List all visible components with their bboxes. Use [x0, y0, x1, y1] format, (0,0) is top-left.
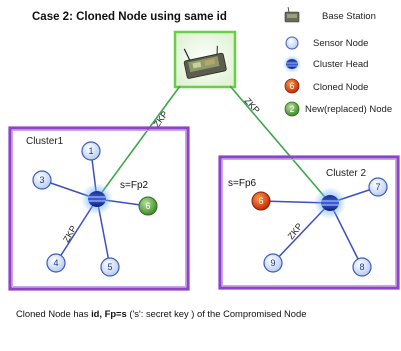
legend-new-node-number: 2: [289, 104, 294, 114]
footer-caption: Cloned Node has id, Fp=s ('s': secret ke…: [16, 308, 396, 319]
sensor-node-legend-icon: [285, 36, 299, 50]
cluster1-head: [81, 183, 113, 215]
legend-cloned-node-label: Cloned Node: [313, 82, 368, 93]
cluster1-node-4: 4: [46, 253, 66, 273]
cluster2-node-8: 8: [352, 257, 372, 277]
cluster1-node-5: 5: [100, 257, 120, 277]
svg-text:4: 4: [53, 258, 58, 268]
cluster2-label: Cluster 2: [326, 168, 366, 179]
cluster2-zkp-label: ZKP: [286, 221, 305, 241]
cluster2-node-6-cloned: 6: [251, 191, 271, 211]
cluster1-node-1: 1: [81, 141, 101, 161]
cluster-head-legend-icon: [283, 55, 301, 73]
cluster1-node-6-new: 6: [138, 196, 158, 216]
legend-new-node-label: New(replaced) Node: [305, 104, 392, 115]
cluster1-box: [8, 126, 190, 291]
cluster1-zkp-label: ZKP: [61, 224, 78, 244]
legend-cluster-head-label: Cluster Head: [313, 59, 368, 70]
svg-text:1: 1: [88, 146, 93, 156]
svg-text:6: 6: [258, 196, 263, 206]
cluster2-head: [314, 187, 346, 219]
svg-text:7: 7: [375, 182, 380, 192]
cloned-node-legend-icon: [284, 78, 300, 94]
cluster2-box: [218, 155, 400, 290]
base-station: [173, 30, 237, 89]
cluster2-key-label: s=Fp6: [228, 178, 257, 189]
new-node-legend-icon: [284, 101, 300, 117]
legend-sensor-node-label: Sensor Node: [313, 38, 368, 49]
right-zkp-label: ZKP: [243, 96, 262, 116]
diagram-title: Case 2: Cloned Node using same id: [32, 11, 227, 23]
cluster2-node-9: 9: [263, 253, 283, 273]
left-zkp-label: ZKP: [152, 109, 170, 129]
cluster1-label: Cluster1: [26, 136, 64, 147]
base-station-legend-icon: [284, 6, 300, 23]
svg-text:8: 8: [359, 262, 364, 272]
svg-text:9: 9: [270, 258, 275, 268]
legend: Base Station Sensor Node Cluster Head 6 …: [283, 6, 392, 117]
footer-suffix: ('s': secret key ) of the Compromised No…: [126, 308, 307, 319]
cluster1-node-3: 3: [32, 170, 52, 190]
svg-text:3: 3: [39, 175, 44, 185]
link-base-to-head1: [96, 85, 181, 200]
footer-prefix: Cloned Node has: [16, 308, 92, 319]
base-station-icon: [183, 45, 227, 79]
cluster1-key-label: s=Fp2: [120, 180, 149, 191]
legend-cloned-node-number: 6: [289, 81, 294, 91]
svg-text:5: 5: [107, 262, 112, 272]
svg-text:6: 6: [145, 201, 150, 211]
cluster2-node-7: 7: [368, 177, 388, 197]
legend-base-station-label: Base Station: [322, 11, 376, 22]
link-base-to-head2: [229, 85, 331, 204]
footer-bold: id, Fp=s: [91, 308, 127, 319]
